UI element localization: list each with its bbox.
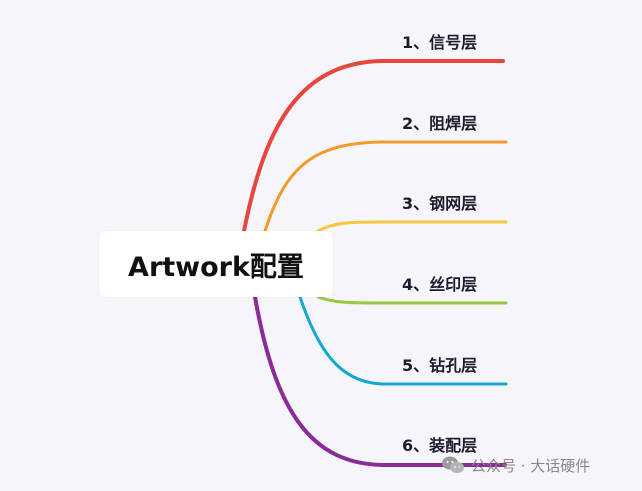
- branch-line-5: [298, 295, 508, 386]
- branch-line-4: [316, 295, 508, 305]
- branch-label-3[interactable]: 3、钢网层: [402, 194, 478, 213]
- root-label: Artwork配置: [128, 251, 304, 283]
- branch-label-2[interactable]: 2、阻焊层: [402, 114, 478, 133]
- branch-line-3: [316, 220, 508, 233]
- branch-line-6: [253, 295, 507, 467]
- branch-line-2: [263, 140, 508, 233]
- watermark: 公众号 · 大话硬件: [441, 452, 590, 478]
- branch-label-5[interactable]: 5、钻孔层: [402, 356, 478, 375]
- wechat-icon: [442, 456, 464, 473]
- branch-label-6[interactable]: 6、装配层: [402, 436, 478, 455]
- branch-label-4[interactable]: 4、丝印层: [402, 275, 478, 294]
- watermark-text: 公众号 · 大话硬件: [471, 456, 591, 475]
- branch-label-1[interactable]: 1、信号层: [402, 33, 478, 52]
- root-node[interactable]: Artwork配置: [99, 231, 333, 297]
- branch-line-1: [242, 59, 505, 233]
- branch-lines: [242, 59, 508, 467]
